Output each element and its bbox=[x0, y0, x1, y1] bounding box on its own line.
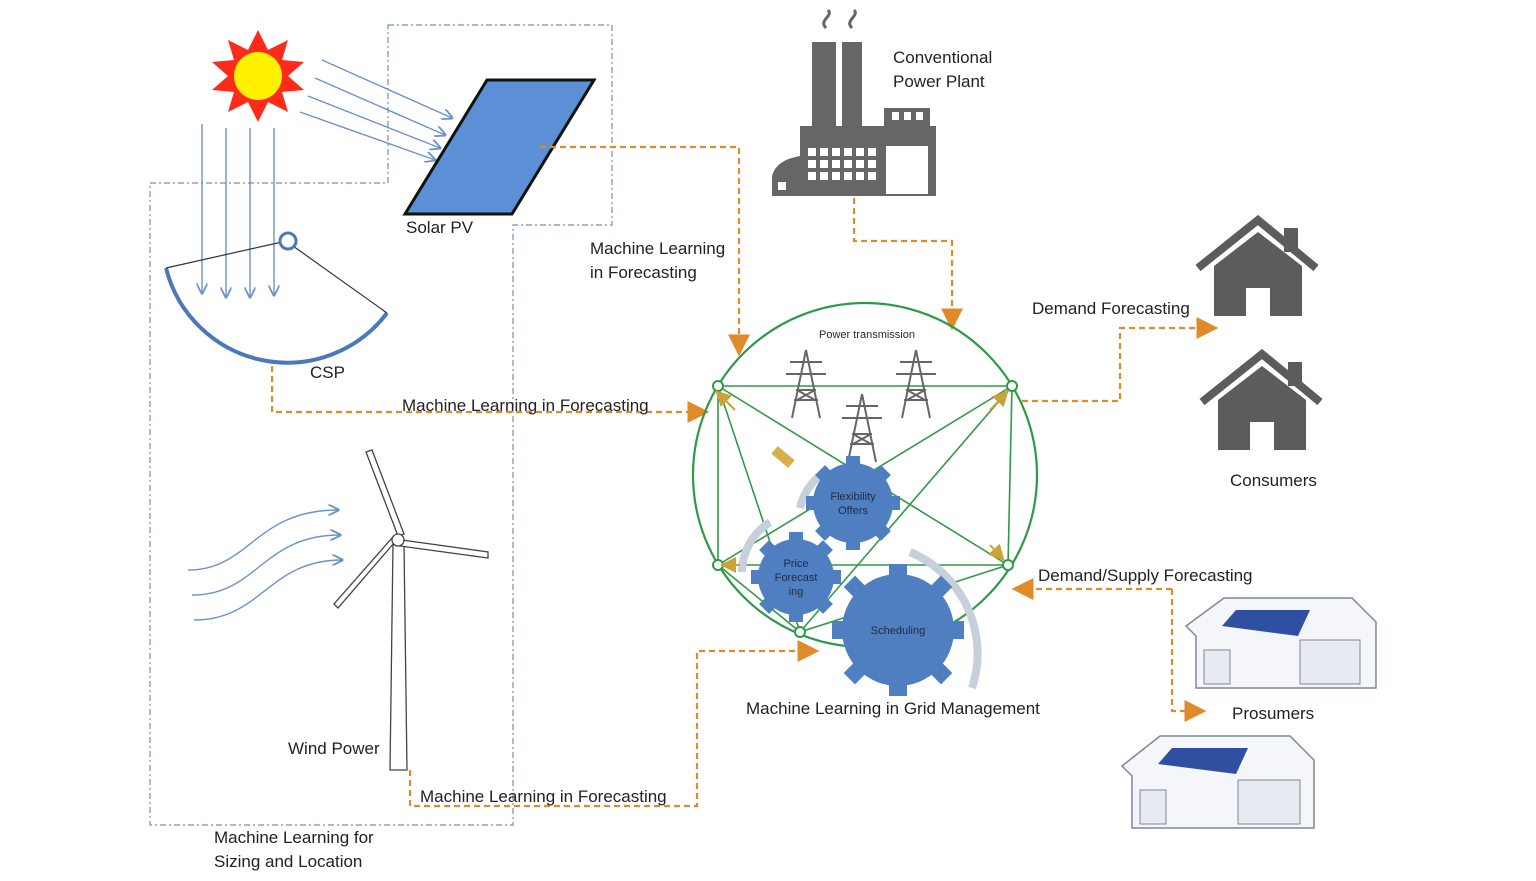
price-gear-label-3: ing bbox=[789, 586, 804, 598]
prosumer-house-icon bbox=[1120, 735, 1315, 829]
ml-grid-management-label: Machine Learning in Grid Management bbox=[746, 699, 1040, 718]
grid-to-consumers-arrow bbox=[1022, 317, 1219, 403]
wind-power-label: Wind Power bbox=[288, 739, 380, 758]
ml-sizing-label-2: Sizing and Location bbox=[214, 852, 362, 871]
transmission-tower-icon bbox=[896, 349, 936, 419]
demand-supply-forecasting-label: Demand/Supply Forecasting bbox=[1038, 566, 1253, 585]
price-forecasting-gear: Price Forecast ing bbox=[751, 532, 841, 622]
flexibility-gear-label-1: Flexibility bbox=[830, 491, 876, 503]
ml-forecasting-top-1: Machine Learning bbox=[590, 239, 725, 258]
ml-forecasting-mid: Machine Learning in Forecasting bbox=[402, 396, 649, 415]
price-gear-label-1: Price bbox=[783, 558, 808, 570]
csp-label: CSP bbox=[310, 363, 345, 382]
prosumer-house-icon bbox=[1184, 597, 1377, 689]
csp-dish bbox=[164, 231, 389, 365]
power-plant-icon bbox=[772, 8, 936, 196]
conventional-label-1: Conventional bbox=[893, 48, 992, 67]
prosumers-grid-arrow bbox=[1170, 589, 1207, 722]
pv-to-grid-arrow bbox=[540, 145, 750, 357]
sun-rays-to-pv bbox=[299, 59, 452, 160]
sun-rays-to-csp bbox=[202, 124, 274, 297]
flexibility-offers-gear: Flexibility Offers bbox=[806, 456, 900, 550]
demand-forecasting-label: Demand Forecasting bbox=[1032, 299, 1190, 318]
conventional-label-2: Power Plant bbox=[893, 72, 985, 91]
prosumers-label: Prosumers bbox=[1232, 704, 1314, 723]
solar-pv-label: Solar PV bbox=[406, 218, 474, 237]
transmission-tower-icon bbox=[842, 393, 882, 463]
price-gear-label-2: Forecast bbox=[775, 572, 818, 584]
transmission-tower-icon bbox=[786, 349, 826, 419]
flexibility-gear-label-2: Offers bbox=[838, 505, 868, 517]
consumers-label: Consumers bbox=[1230, 471, 1317, 490]
house-icon bbox=[1195, 214, 1319, 316]
ml-forecasting-top-2: in Forecasting bbox=[590, 263, 697, 282]
wind-turbine-icon bbox=[333, 449, 489, 771]
sun-icon bbox=[212, 30, 304, 122]
small-flow-arrows bbox=[715, 390, 1009, 573]
sizing-location-boundary bbox=[149, 24, 613, 826]
ml-sizing-label-1: Machine Learning for bbox=[214, 828, 374, 847]
scheduling-gear-label: Scheduling bbox=[871, 625, 925, 637]
solar-pv-panel bbox=[402, 78, 597, 216]
house-icon bbox=[1199, 348, 1323, 450]
power-transmission-label: Power transmission bbox=[819, 329, 915, 341]
ml-forecasting-bottom: Machine Learning in Forecasting bbox=[420, 787, 667, 806]
scheduling-gear: Scheduling bbox=[832, 564, 964, 696]
wind-flow-icon bbox=[187, 510, 342, 621]
csp-to-grid-arrow bbox=[270, 366, 710, 423]
plant-to-grid-arrow bbox=[852, 198, 963, 331]
wind-to-grid-arrow bbox=[408, 640, 820, 808]
